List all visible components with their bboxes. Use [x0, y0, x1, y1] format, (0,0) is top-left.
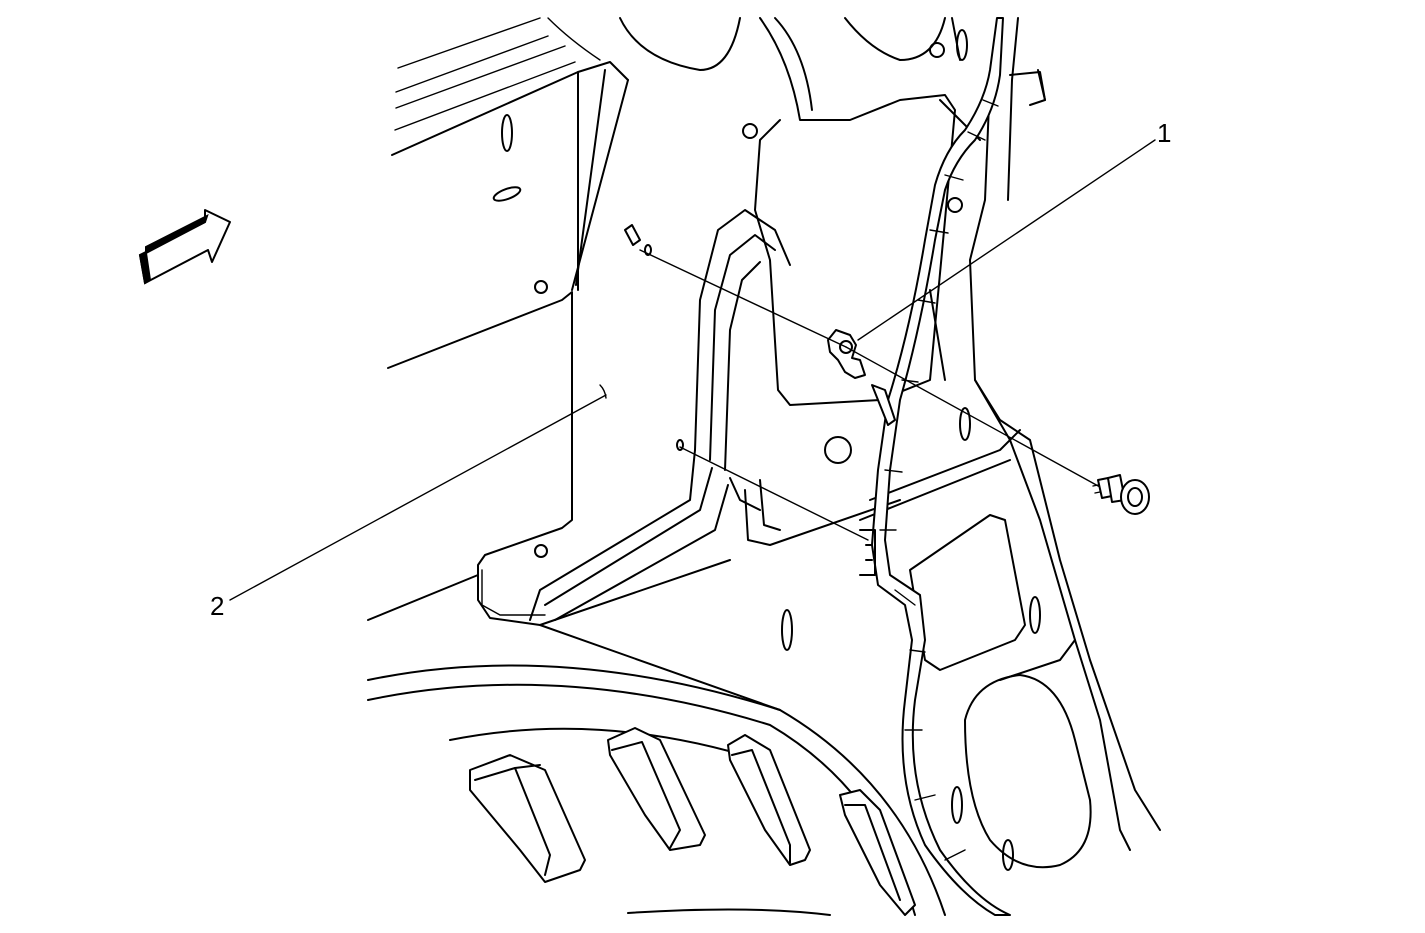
floor-louvers	[469, 727, 916, 916]
pillar-structure	[529, 17, 968, 621]
harness-bracket	[827, 329, 896, 426]
direction-arrow-icon	[138, 209, 231, 285]
callout-1-label: 1	[1157, 118, 1171, 148]
bolt-fastener	[1092, 474, 1150, 515]
callout-2-label: 2	[210, 591, 224, 621]
right-side-panel	[859, 17, 1161, 851]
alignment-lines	[624, 224, 1101, 541]
callout-2: 2	[210, 384, 607, 621]
left-wall-panel	[367, 69, 731, 626]
wiring-harness	[859, 17, 1011, 916]
upper-panel-lines	[391, 17, 741, 156]
callout-1: 1	[857, 118, 1171, 341]
